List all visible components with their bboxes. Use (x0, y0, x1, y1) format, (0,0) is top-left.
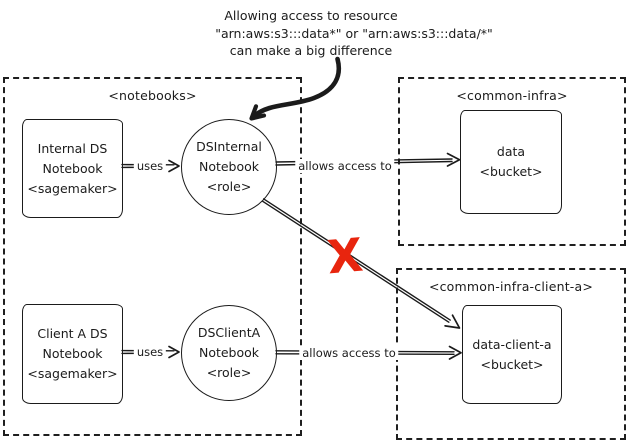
node-internal-ds-notebook-line-1: Internal DS (37, 140, 108, 156)
uses-label-top: uses (133, 159, 167, 173)
node-data-client-a-bucket-line-2: <bucket> (480, 356, 544, 372)
node-data-bucket: data <bucket> (460, 110, 562, 214)
node-client-a-ds-notebook-line-2: Notebook (42, 346, 103, 361)
node-data-bucket-line-1: data (496, 144, 526, 159)
allows-access-label-bottom: allows access to (299, 346, 399, 360)
allows-access-label-top: allows access to (295, 159, 395, 173)
group-common-infra-client-a-label: <common-infra-client-a> (428, 279, 594, 294)
group-notebooks-label: <notebooks> (108, 88, 197, 103)
node-ds-client-a-role-line-3: <role> (206, 365, 252, 380)
node-client-a-ds-notebook-line-3: <sagemaker> (27, 366, 118, 381)
node-data-bucket-line-2: <bucket> (479, 164, 543, 179)
node-ds-internal-role: DSInternal Notebook <role> (181, 119, 277, 215)
uses-label-bottom: uses (133, 345, 167, 359)
node-ds-internal-role-line-2: Notebook (198, 159, 260, 174)
node-internal-ds-notebook: Internal DS Notebook <sagemaker> (22, 119, 123, 218)
node-ds-client-a-role-line-2: Notebook (198, 345, 260, 360)
node-ds-client-a-role-line-1: DSClientA (197, 325, 261, 340)
node-data-client-a-bucket: data-client-a <bucket> (462, 305, 562, 404)
node-ds-internal-role-line-3: <role> (206, 179, 252, 194)
node-ds-client-a-role: DSClientA Notebook <role> (181, 305, 277, 401)
denied-x-marker: X (324, 227, 366, 285)
node-data-client-a-bucket-line-1: data-client-a (472, 336, 552, 352)
node-internal-ds-notebook-line-3: <sagemaker> (27, 180, 118, 196)
annotation-line-2: "arn:aws:s3:::data*" or "arn:aws:s3:::da… (215, 25, 493, 41)
annotation-line-3: can make a big difference (229, 43, 393, 58)
node-internal-ds-notebook-line-2: Notebook (42, 160, 103, 176)
node-ds-internal-role-line-1: DSInternal (196, 139, 262, 154)
node-client-a-ds-notebook: Client A DS Notebook <sagemaker> (22, 304, 123, 404)
annotation-line-1: Allowing access to resource (224, 8, 398, 23)
group-common-infra-label: <common-infra> (456, 88, 568, 103)
node-client-a-ds-notebook-line-1: Client A DS (37, 326, 108, 341)
